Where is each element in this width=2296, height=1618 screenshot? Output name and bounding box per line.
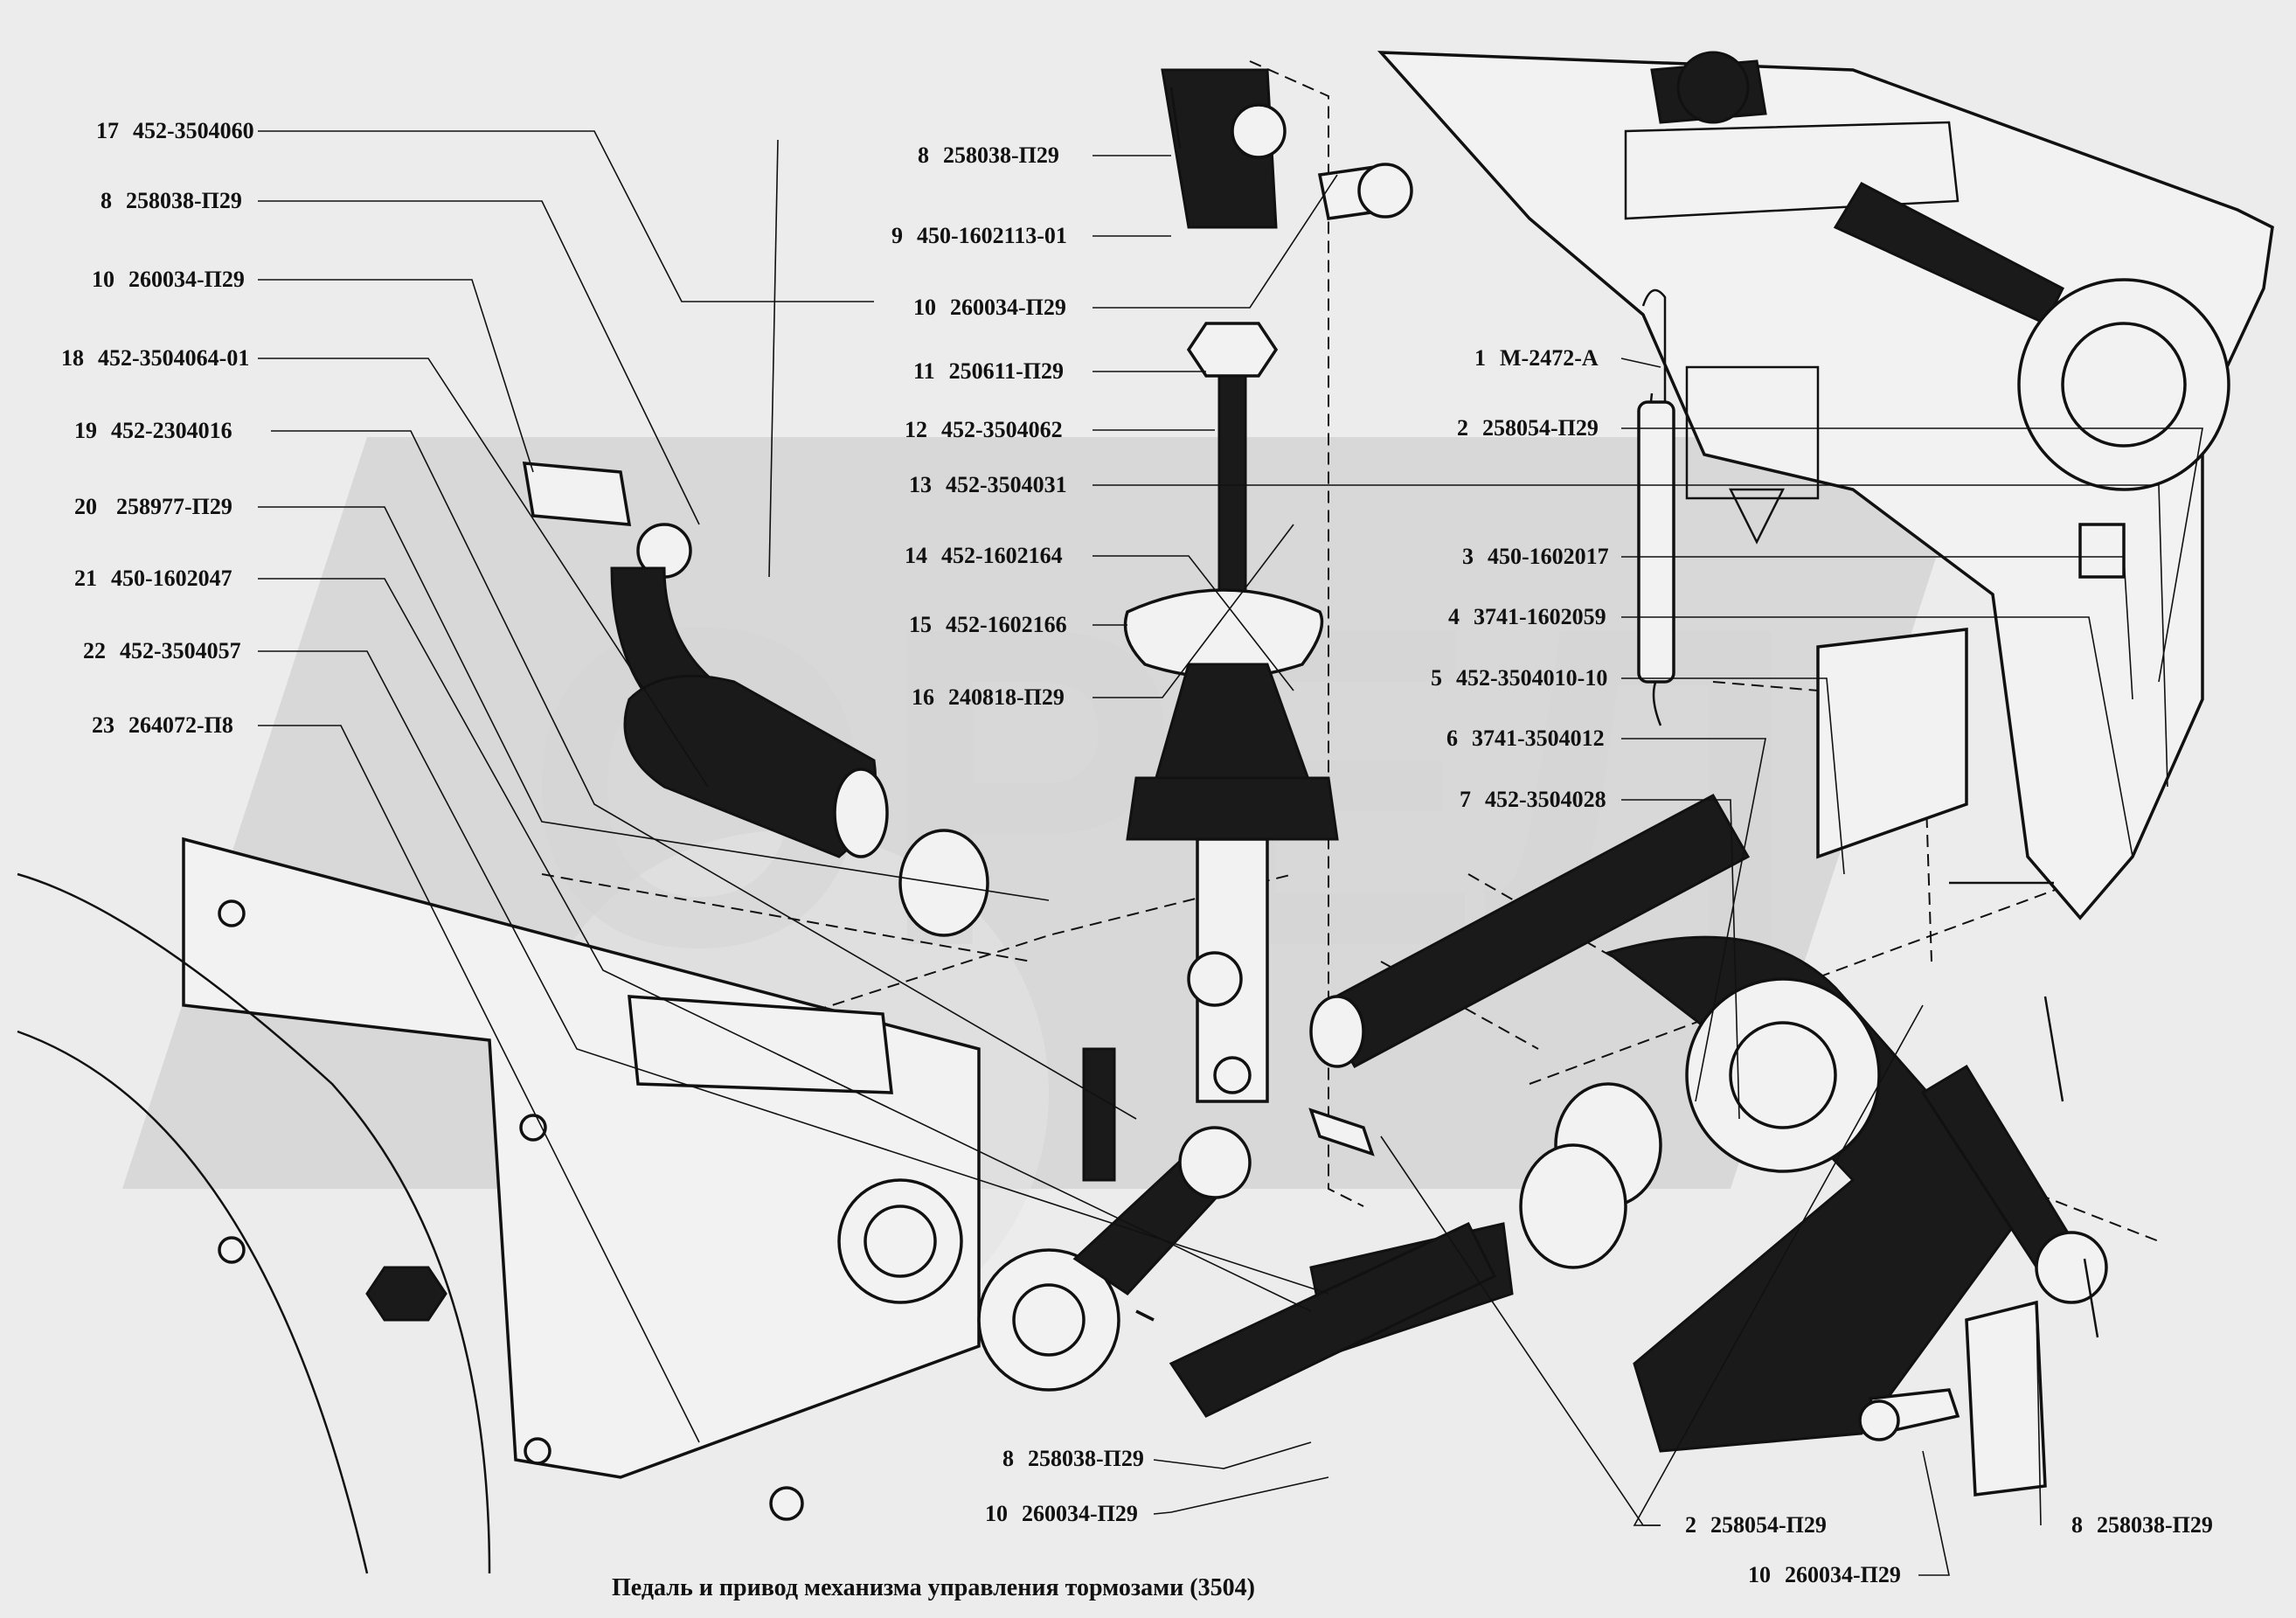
- firewall-bracket: [1377, 51, 2274, 920]
- lower-lever: [837, 1047, 1497, 1418]
- pedal-shaft: [1309, 793, 1751, 1069]
- lever-and-sleeve: [522, 462, 989, 937]
- diagram-caption: Педаль и привод механизма управления тор…: [612, 1574, 1255, 1601]
- mounting-plate: [17, 837, 981, 1574]
- pushrod-assembly: [1123, 68, 1413, 1103]
- leader-lines: [258, 130, 2203, 1576]
- return-spring: [1637, 288, 1675, 726]
- bottom-clevis: [1858, 881, 2099, 1496]
